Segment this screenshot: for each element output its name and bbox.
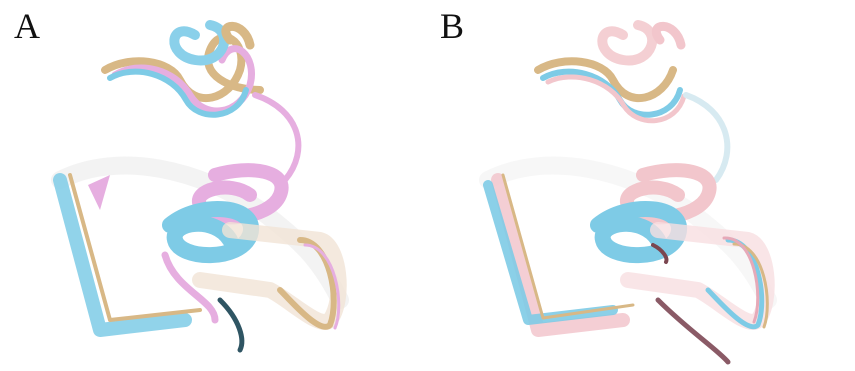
arrowhead-pink — [88, 175, 110, 210]
panel-b: B — [428, 0, 855, 371]
panel-a: A — [0, 0, 427, 371]
protein-structure-b — [428, 0, 855, 371]
helix-top-pink-2 — [656, 26, 681, 45]
tail-dark — [220, 300, 242, 350]
protein-structure-a — [0, 0, 427, 371]
helix-top-pink — [602, 25, 652, 60]
